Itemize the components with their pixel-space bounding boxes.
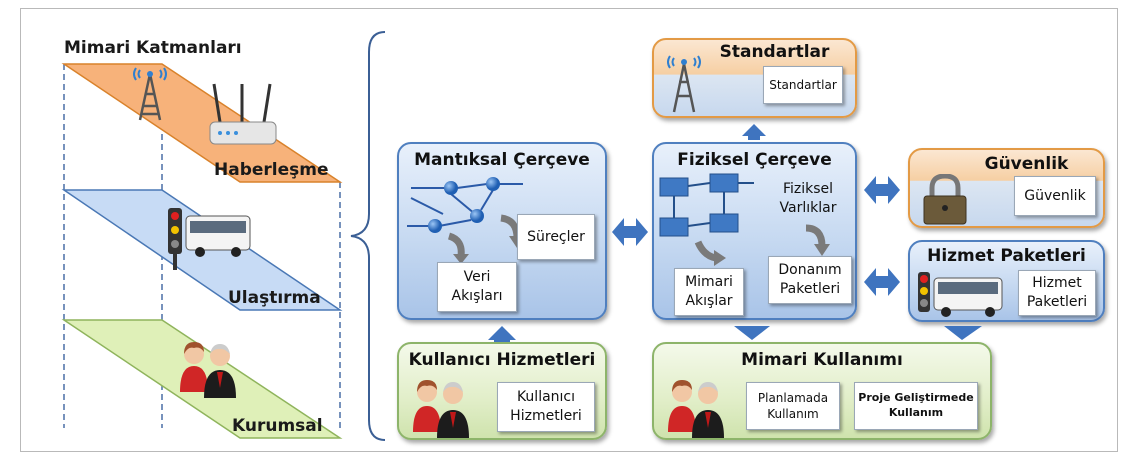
physical-framework-panel: Fiziksel Çerçeve Fiziksel Varlıklar Mima…: [652, 142, 857, 320]
curved-arrow-icon: [805, 224, 830, 256]
process-network-icon: [407, 177, 525, 264]
arrow-up-standards: [742, 124, 766, 140]
standards-card: Standartlar: [763, 66, 843, 104]
security-panel: Güvenlik Güvenlik: [908, 148, 1105, 228]
physical-assets-card: Fiziksel Varlıklar: [779, 181, 837, 216]
router-icon: [209, 83, 277, 145]
arrow-down-usage: [734, 326, 770, 340]
security-title: Güvenlik: [984, 154, 1069, 174]
logical-title: Mantıksal Çerçeve: [414, 150, 590, 170]
arrow-physical-service: [864, 268, 900, 296]
transport-label: Ulaştırma: [228, 288, 321, 308]
user-services-card: Kullanıcı Hizmetleri: [497, 382, 595, 432]
project-usage-card: Proje Geliştirmede Kullanım: [854, 382, 978, 430]
padlock-icon: [923, 174, 967, 225]
curly-brace: [350, 31, 386, 441]
service-packages-panel: Hizmet Paketleri Hizmet Paketleri: [908, 240, 1105, 322]
communication-layer: [61, 63, 343, 183]
standards-title: Standartlar: [719, 42, 830, 62]
traffic-bus-icon: [918, 272, 1003, 317]
data-flows-card: Veri Akışları: [437, 262, 517, 312]
physical-title: Fiziksel Çerçeve: [677, 150, 832, 170]
user-services-title: Kullanıcı Hizmetleri: [408, 350, 596, 370]
service-packages-card: Hizmet Paketleri: [1018, 270, 1096, 316]
tower-icon: [667, 55, 701, 113]
architecture-layers: [61, 63, 343, 439]
arrow-down-service: [944, 326, 982, 340]
architecture-usage-panel: Mimari Kullanımı Planlamada Kullanım Pro…: [652, 342, 992, 440]
service-packages-title: Hizmet Paketleri: [927, 246, 1086, 266]
processes-card: Süreçler: [517, 214, 595, 260]
tower-icon: [133, 67, 167, 121]
architecture-usage-title: Mimari Kullanımı: [741, 350, 903, 370]
arrow-up-logical: [488, 326, 516, 342]
planning-usage-card: Planlamada Kullanım: [746, 382, 840, 430]
security-card: Güvenlik: [1014, 176, 1096, 216]
communication-label: Haberleşme: [214, 160, 329, 180]
logical-framework-panel: Mantıksal Çerçeve Süreçler Veri Akışları: [397, 142, 607, 320]
people-icon: [413, 380, 469, 438]
layers-heading: Mimari Katmanları: [64, 38, 242, 58]
hardware-packages-card: Donanım Paketleri: [768, 256, 852, 304]
institutional-label: Kurumsal: [232, 416, 323, 436]
arrow-physical-security: [864, 176, 900, 204]
people-icon: [668, 380, 724, 438]
standards-panel: Standartlar Standartlar: [652, 38, 857, 118]
arrow-logical-physical: [612, 218, 648, 246]
bus-icon: [185, 215, 251, 257]
traffic-light-icon: [168, 208, 182, 270]
arch-flows-card: Mimari Akışlar: [674, 268, 744, 316]
people-icon: [180, 342, 236, 398]
user-services-panel: Kullanıcı Hizmetleri Kullanıcı Hizmetler…: [397, 342, 607, 440]
physical-flow-icon: [659, 173, 754, 266]
